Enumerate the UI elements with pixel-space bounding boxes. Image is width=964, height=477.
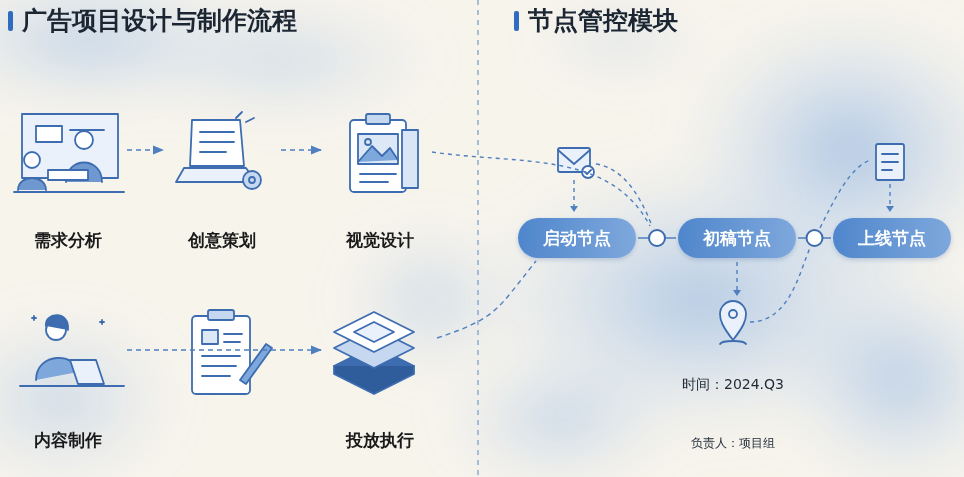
info-label: 负责人：项目组 xyxy=(691,435,775,452)
step-label: 投放执行 xyxy=(346,429,414,452)
connector xyxy=(127,350,321,351)
info-label: 时间：2024.Q3 xyxy=(682,376,784,394)
process-step: 视觉设计 xyxy=(325,100,435,252)
meeting-icon xyxy=(14,114,124,192)
process-step: 内容制作 xyxy=(13,300,123,452)
clipboard-pen-icon xyxy=(192,310,272,394)
process-step: 需求分析 xyxy=(13,100,123,252)
step-label: 视觉设计 xyxy=(346,229,414,252)
step-label: 创意策划 xyxy=(188,229,256,252)
connector xyxy=(281,150,321,151)
location-pin-icon xyxy=(720,301,746,344)
flow-curves xyxy=(432,152,890,322)
milestone-pill: 上线节点 xyxy=(833,218,951,258)
milestone-pill: 初稿节点 xyxy=(678,218,796,258)
envelope-icon xyxy=(558,148,594,178)
process-step: 投放执行 xyxy=(325,300,435,452)
page-title: 广告项目设计与制作流程 xyxy=(8,4,297,37)
step-label: 需求分析 xyxy=(34,229,102,252)
connector xyxy=(638,230,676,246)
pill-label: 启动节点 xyxy=(543,227,611,250)
section-title: 节点管控模块 xyxy=(514,4,678,37)
divider xyxy=(477,0,478,477)
stacked-layers-icon xyxy=(334,312,414,394)
image-clipboard-icon xyxy=(350,114,418,192)
step-label: 内容制作 xyxy=(34,429,102,452)
connector xyxy=(798,230,831,246)
connector xyxy=(127,150,163,151)
process-step: 创意策划 xyxy=(167,100,277,252)
pill-label: 初稿节点 xyxy=(703,227,771,250)
pill-label: 上线节点 xyxy=(858,227,926,250)
connector xyxy=(437,261,536,338)
milestone-pill: 启动节点 xyxy=(518,218,636,258)
document-icon xyxy=(876,144,904,180)
laptop-document-icon xyxy=(176,112,261,189)
person-laptop-icon xyxy=(20,315,124,386)
